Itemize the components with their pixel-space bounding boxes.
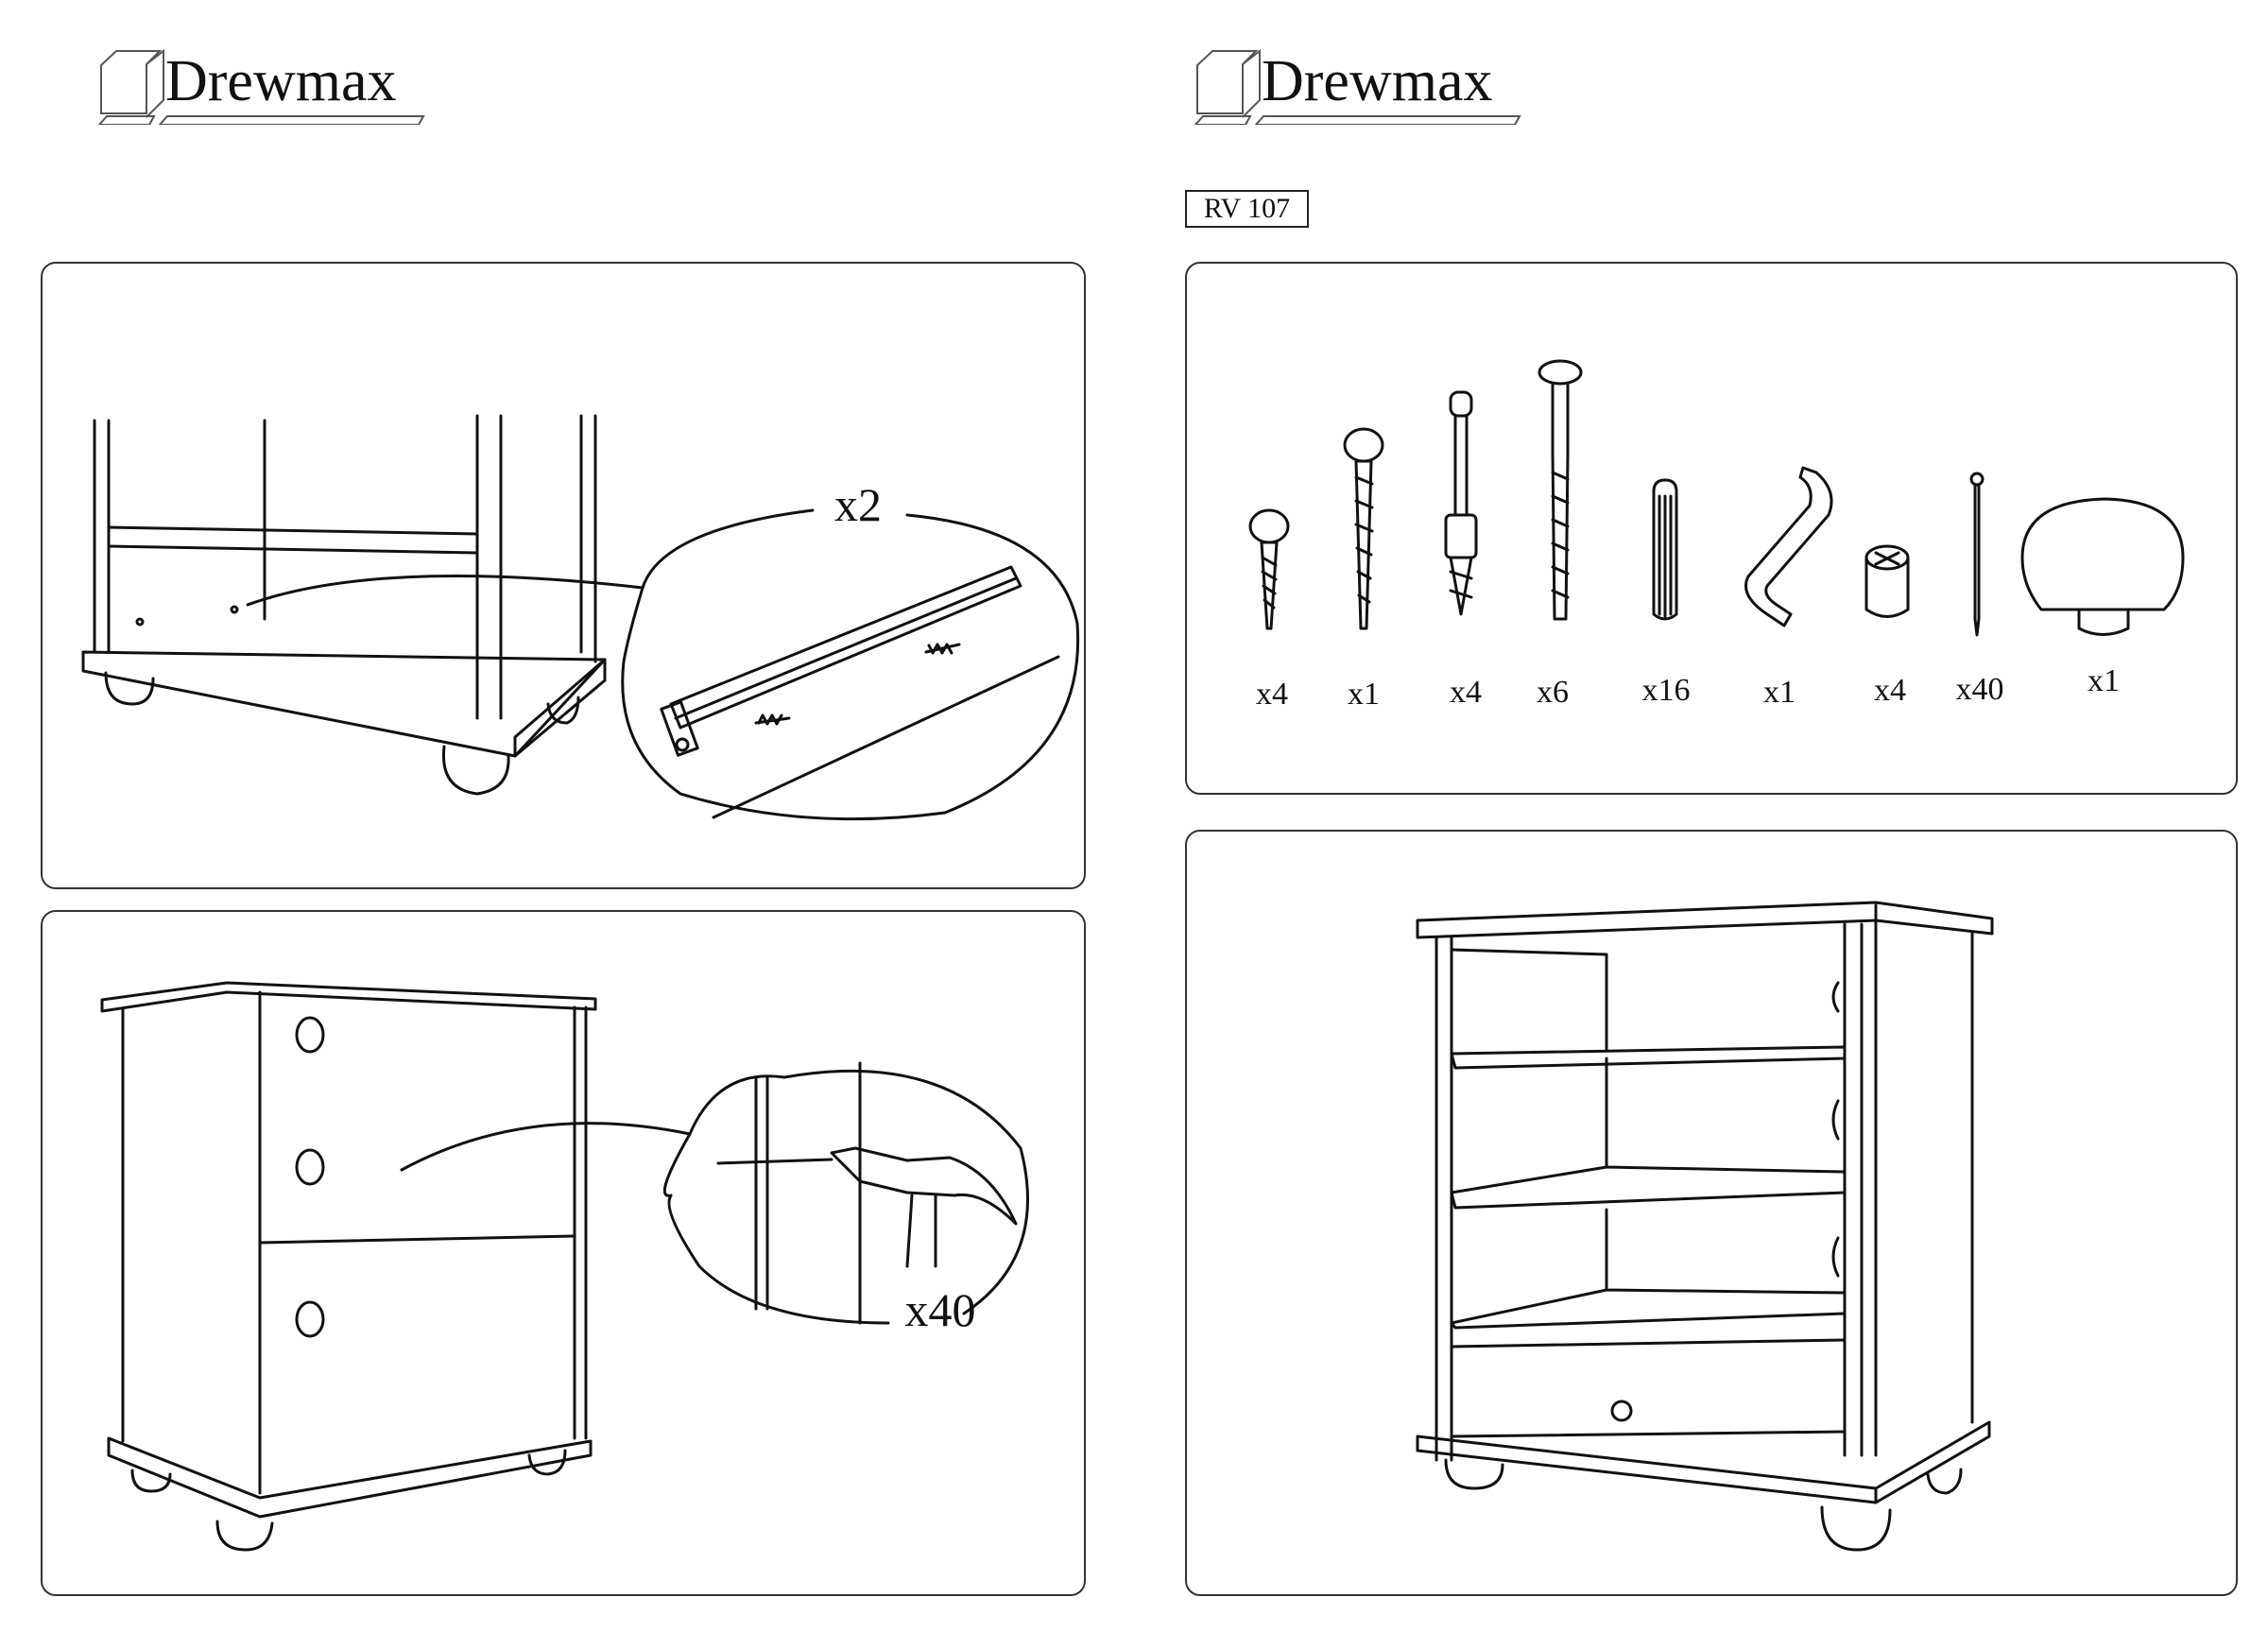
hardware-quantity-long-screw: x1	[1348, 677, 1380, 712]
hardware-quantity-dowel: x16	[1641, 673, 1691, 708]
short-screw-icon	[1248, 508, 1290, 630]
brand-name: Drewmax	[1262, 49, 1493, 113]
hardware-quantity-short-screw: x4	[1256, 677, 1288, 712]
long-screw-icon	[1343, 427, 1384, 630]
allen-key-icon	[1744, 466, 1833, 627]
confirmat-bolt-icon	[1444, 390, 1478, 616]
brand-logo-left: Drewmax	[96, 48, 428, 126]
nail-icon	[1969, 472, 1984, 637]
drawer-runner-detail-icon	[621, 508, 1080, 821]
hardware-quantity-confirmat-bolt: x4	[1450, 675, 1482, 710]
cam-lock-icon	[1864, 544, 1910, 618]
hardware-quantity-allen-key: x1	[1763, 675, 1796, 710]
brand-logo-right: Drewmax	[1193, 48, 1524, 126]
nail-quantity-label: x40	[904, 1283, 976, 1336]
finished-cabinet-illustration	[1416, 901, 1994, 1552]
hammer-nail-detail-icon	[662, 1061, 1029, 1325]
cabinet-base-illustration	[81, 414, 644, 796]
hardware-quantity-knob: x1	[2088, 663, 2120, 698]
wooden-dowel-icon	[1652, 478, 1678, 621]
model-code-label: RV 107	[1185, 190, 1309, 228]
long-bolt-icon	[1538, 359, 1583, 621]
runner-quantity-label: x2	[834, 478, 882, 531]
brand-name: Drewmax	[165, 49, 397, 113]
step-back-panel-nails-panel	[41, 910, 1086, 1596]
hardware-quantity-long-bolt: x6	[1537, 675, 1569, 710]
cabinet-back-illustration	[100, 981, 692, 1552]
hardware-list-panel	[1185, 262, 2238, 795]
step-drawer-runners-panel	[41, 262, 1086, 889]
hardware-quantity-nail: x40	[1955, 672, 2004, 707]
knob-icon	[2020, 497, 2185, 636]
hardware-quantity-cam-lock: x4	[1874, 673, 1906, 708]
